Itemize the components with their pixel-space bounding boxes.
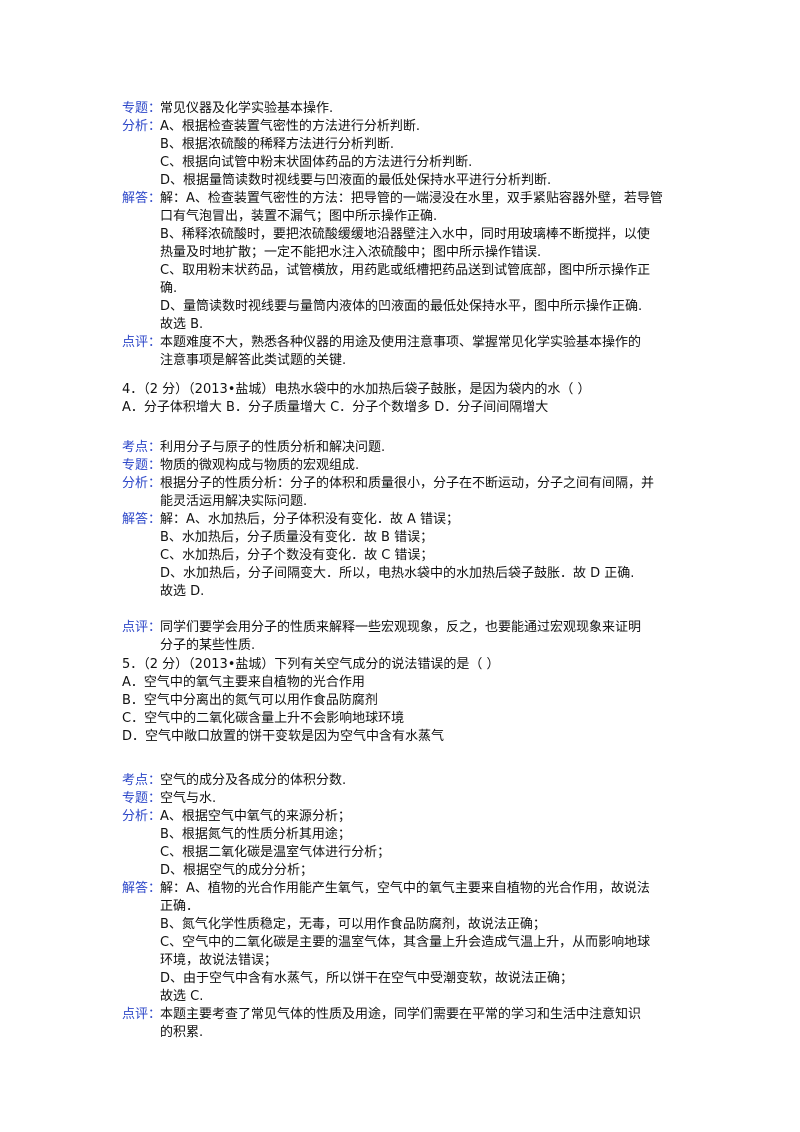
text-line: B、水加热后，分子质量没有变化．故 B 错误；	[160, 530, 434, 545]
answer-option: A．分子体积增大 B．分子质量增大 C．分子个数增多 D．分子间间隔增大	[122, 400, 549, 415]
section-label: 分析：	[122, 119, 162, 134]
text-line: 故选 D.	[160, 584, 205, 599]
section-label: 点评：	[122, 335, 162, 350]
section-label: 专题：	[122, 458, 162, 473]
text-line: B、稀释浓硫酸时，要把浓硫酸缓缓地沿器壁注入水中，同时用玻璃棒不断搅拌，以使	[160, 227, 650, 242]
section-label: 解答：	[122, 512, 162, 527]
text-line: C、根据二氧化碳是温室气体进行分析；	[160, 845, 391, 860]
text-line: C、水加热后，分子个数没有变化．故 C 错误；	[160, 548, 434, 563]
text-line: D、根据空气的成分分析；	[160, 863, 314, 878]
text-line: A、根据空气中氧气的来源分析；	[160, 809, 351, 824]
text-line: 故选 B.	[160, 317, 204, 332]
text-line: 本题主要考查了常见气体的性质及用途，同学们需要在平常的学习和生活中注意知识	[160, 1007, 642, 1022]
text-line: 能灵活运用解决实际问题.	[160, 494, 308, 509]
text-line: 根据分子的性质分析：分子的体积和质量很小，分子在不断运动，分子之间有间隔，并	[160, 476, 655, 491]
text-line: 确.	[160, 281, 178, 296]
text-line: 故选 C.	[160, 989, 204, 1004]
answer-option: A．空气中的氧气主要来自植物的光合作用	[122, 675, 365, 690]
text-line: 正确．	[160, 899, 200, 914]
text-line: B、氮气化学性质稳定，无毒，可以用作食品防腐剂，故说法正确；	[160, 917, 546, 932]
text-line: 热量及时地扩散；一定不能把水注入浓硫酸中；图中所示操作错误.	[160, 245, 542, 260]
section-label: 点评：	[122, 620, 162, 635]
section-label: 解答：	[122, 191, 162, 206]
text-line: 常见仪器及化学实验基本操作.	[160, 101, 334, 116]
text-line: 同学们要学会用分子的性质来解释一些宏观现象，反之，也要能通过宏观现象来证明	[160, 620, 642, 635]
section-label: 考点：	[122, 440, 162, 455]
section-label: 考点：	[122, 773, 162, 788]
text-line: D、水加热后，分子间隔变大．所以，电热水袋中的水加热后袋子鼓胀．故 D 正确.	[160, 566, 635, 581]
answer-option: C．空气中的二氧化碳含量上升不会影响地球环境	[122, 711, 405, 726]
text-line: 空气的成分及各成分的体积分数.	[160, 773, 347, 788]
section-label: 专题：	[122, 101, 162, 116]
answer-option: D．空气中敞口放置的饼干变软是因为空气中含有水蒸气	[122, 729, 445, 744]
text-line: B、根据氮气的性质分析其用途；	[160, 827, 351, 842]
text-line: 解：A、检查装置气密性的方法：把导管的一端浸没在水里，双手紧贴容器外壁，若导管	[160, 191, 663, 206]
text-line: 解：A、水加热后，分子体积没有变化．故 A 错误；	[160, 512, 460, 527]
text-line: 注意事项是解答此类试题的关键.	[160, 353, 347, 368]
text-line: 本题难度不大，熟悉各种仪器的用途及使用注意事项、掌握常见化学实验基本操作的	[160, 335, 642, 350]
answer-option: B．空气中分离出的氮气可以用作食品防腐剂	[122, 693, 378, 708]
question-stem: 5．（2 分）（2013•盐城）下列有关空气成分的说法错误的是（ ）	[122, 657, 500, 672]
section-label: 解答：	[122, 881, 162, 896]
text-line: D、量筒读数时视线要与量筒内液体的凹液面的最低处保持水平，图中所示操作正确.	[160, 299, 643, 314]
text-line: 物质的微观构成与物质的宏观组成.	[160, 458, 360, 473]
text-line: 环境，故说法错误；	[160, 953, 278, 968]
text-line: 空气与水.	[160, 791, 217, 806]
text-line: A、根据检查装置气密性的方法进行分析判断.	[160, 119, 421, 134]
section-label: 分析：	[122, 476, 162, 491]
text-line: B、根据浓硫酸的稀释方法进行分析判断.	[160, 137, 395, 152]
text-line: 利用分子与原子的性质分析和解决问题.	[160, 440, 386, 455]
text-line: 口有气泡冒出，装置不漏气；图中所示操作正确.	[160, 209, 438, 224]
section-label: 专题：	[122, 791, 162, 806]
section-label: 点评：	[122, 1007, 162, 1022]
text-line: 解：A、植物的光合作用能产生氧气，空气中的氧气主要来自植物的光合作用，故说法	[160, 881, 650, 896]
text-line: D、根据量筒读数时视线要与凹液面的最低处保持水平进行分析判断.	[160, 173, 552, 188]
text-line: D、由于空气中含有水蒸气，所以饼干在空气中受潮变软，故说法正确；	[160, 971, 574, 986]
text-line: 分子的某些性质.	[160, 638, 256, 653]
section-label: 分析：	[122, 809, 162, 824]
text-line: 的积累.	[160, 1025, 204, 1040]
text-line: C、根据向试管中粉末状固体药品的方法进行分析判断.	[160, 155, 473, 170]
text-line: C、取用粉末状药品，试管横放，用药匙或纸槽把药品送到试管底部，图中所示操作正	[160, 263, 651, 278]
text-line: C、空气中的二氧化碳是主要的温室气体，其含量上升会造成气温上升，从而影响地球	[160, 935, 651, 950]
question-stem: 4．（2 分）（2013•盐城）电热水袋中的水加热后袋子鼓胀，是因为袋内的水（ …	[122, 382, 591, 397]
